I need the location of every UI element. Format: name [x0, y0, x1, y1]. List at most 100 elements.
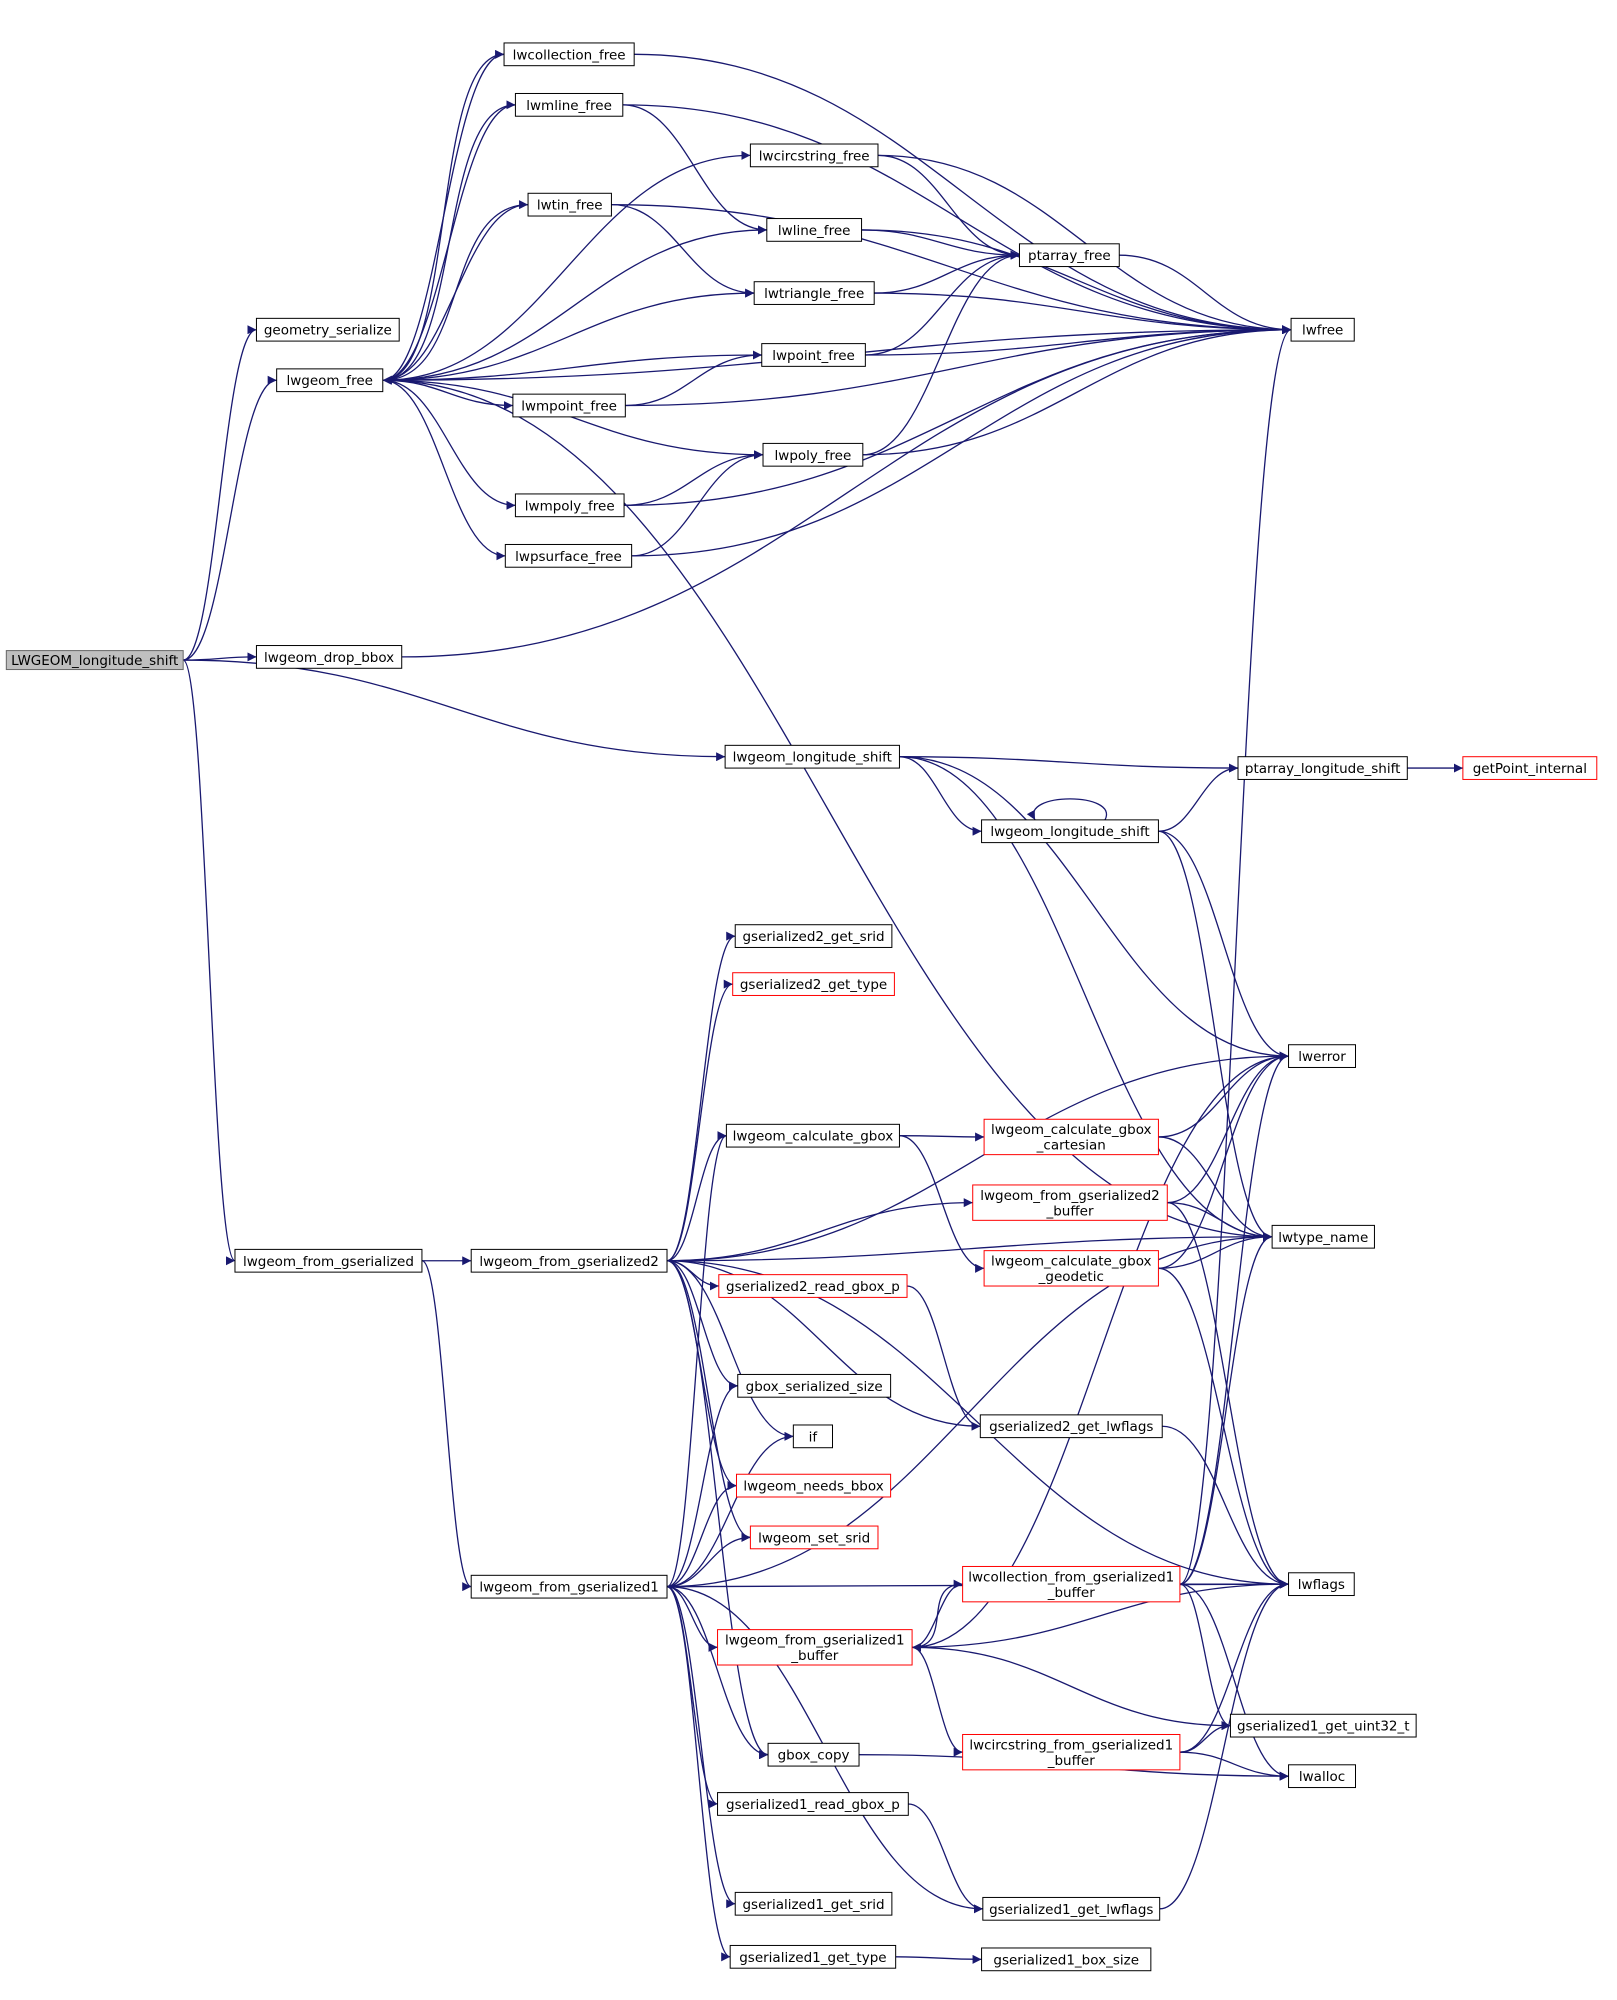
node-lwtype-name[interactable]: lwtype_name	[1271, 1224, 1375, 1249]
node-lwtin-free[interactable]: lwtin_free	[527, 192, 612, 217]
call-edge	[631, 450, 764, 557]
call-edge	[911, 1646, 963, 1757]
node-lwmpoint-free[interactable]: lwmpoint_free	[512, 393, 626, 418]
node-lwgeom-calculate-gbox-geodetic[interactable]: lwgeom_calculate_gbox_geodetic	[983, 1250, 1159, 1287]
node-lwgeom-free[interactable]: lwgeom_free	[276, 368, 384, 393]
node-geometry-serialize[interactable]: geometry_serialize	[255, 317, 400, 342]
node-lwalloc[interactable]: lwalloc	[1288, 1764, 1357, 1789]
node-ptarray-longitude-shift[interactable]: ptarray_longitude_shift	[1237, 756, 1408, 780]
edge-root-to-geometry_serialize	[182, 325, 257, 661]
node-gserialized1-read-gbox-p[interactable]: gserialized1_read_gbox_p	[717, 1792, 909, 1816]
node-lwgeom-set-srid[interactable]: lwgeom_set_srid	[749, 1525, 879, 1550]
edge-lwtin_free-to-lwtriangle_free	[611, 204, 755, 298]
call-edge	[908, 1803, 983, 1914]
node-lwline-free[interactable]: lwline_free	[766, 218, 863, 242]
node-label: lwalloc	[1299, 1769, 1345, 1785]
node-lwfree[interactable]: lwfree	[1290, 317, 1355, 342]
edge-lwgeom_from_gserialized1-to-gserialized1_get_type	[666, 1586, 731, 1962]
node-gbox-serialized-size[interactable]: gbox_serialized_size	[737, 1373, 892, 1398]
node-gserialized1-box-size[interactable]: gserialized1_box_size	[981, 1947, 1152, 1972]
edge-lwtin_free-to-lwfree	[611, 204, 1292, 335]
edge-lwgeom_free-to-lwcircstring_free	[382, 150, 751, 381]
node-label: lwgeom_longitude_shift	[733, 750, 892, 766]
node-gserialized1-get-type[interactable]: gserialized1_get_type	[729, 1944, 897, 1969]
call-edge	[862, 250, 1020, 456]
node-lwgeom-from-gserialized1[interactable]: lwgeom_from_gserialized1	[470, 1574, 668, 1599]
node-label: _buffer	[1047, 1585, 1095, 1601]
call-edge	[401, 325, 1292, 658]
edge-lwpsurface_free-to-lwpoly_free	[631, 450, 764, 557]
node-lwflags[interactable]: lwflags	[1288, 1572, 1355, 1597]
call-edge	[1179, 1583, 1289, 1781]
node-label: gserialized1_read_gbox_p	[726, 1797, 900, 1813]
edge-gserialized2_read_gbox_p-to-gserialized2_get_lwflags	[906, 1285, 981, 1431]
call-edge	[667, 1260, 981, 1431]
node-lwgeom-longitude-shift[interactable]: lwgeom_longitude_shift	[724, 744, 900, 769]
node-box	[729, 1944, 897, 1969]
node-lwgeom-drop-bbox[interactable]: lwgeom_drop_bbox	[255, 645, 403, 669]
node-lwgeom-calculate-gbox-cartesian[interactable]: lwgeom_calculate_gbox_cartesian	[983, 1118, 1159, 1156]
call-edge	[899, 756, 1273, 1242]
node-gserialized2-get-lwflags[interactable]: gserialized2_get_lwflags	[979, 1414, 1163, 1439]
node-lwgeom-calculate-gbox[interactable]: lwgeom_calculate_gbox	[725, 1123, 900, 1148]
node-gbox-copy[interactable]: gbox_copy	[767, 1742, 860, 1767]
node-lwgeom-from-gserialized1-buffer[interactable]: lwgeom_from_gserialized1_buffer	[717, 1629, 913, 1666]
edge-lwgeom_longitude_shift2-to-ptarray_longitude_shift	[1158, 763, 1239, 832]
node-ptarray-free[interactable]: ptarray_free	[1018, 243, 1120, 268]
node-gserialized2-get-srid[interactable]: gserialized2_get_srid	[734, 924, 893, 948]
node-box	[514, 92, 624, 117]
call-edge	[1119, 254, 1292, 335]
node-lwpoint-free[interactable]: lwpoint_free	[761, 343, 866, 367]
edge-lwgeom_from_gserialized2-to-lwerror	[667, 1051, 1289, 1262]
node-lwerror[interactable]: lwerror	[1288, 1044, 1357, 1068]
edge-lwgeom_from_gserialized2-to-lwgeom_set_srid	[666, 1260, 751, 1542]
call-edge	[634, 53, 1292, 335]
node-label: lwgeom_needs_bbox	[743, 1479, 883, 1495]
call-edge	[382, 150, 751, 381]
node-lwgeom-from-gserialized[interactable]: lwgeom_from_gserialized	[234, 1248, 423, 1273]
node-getPoint-internal[interactable]: getPoint_internal	[1462, 756, 1598, 780]
node-label: geometry_serialize	[264, 323, 392, 339]
node-gserialized2-get-type[interactable]: gserialized2_get_type	[732, 972, 895, 996]
edge-gserialized1_read_gbox_p-to-gserialized1_get_lwflags	[908, 1803, 983, 1914]
node-lwcollection-free[interactable]: lwcollection_free	[503, 42, 635, 67]
call-edge	[877, 154, 1020, 260]
node-lwmline-free[interactable]: lwmline_free	[514, 92, 624, 117]
node-box	[981, 1947, 1152, 1972]
node-gserialized2-read-gbox-p[interactable]: gserialized2_read_gbox_p	[718, 1274, 908, 1298]
node-box	[512, 393, 626, 418]
edge-lwgeom_from_gserialized1-to-gbox_copy	[667, 1586, 769, 1760]
node-lwgeom-from-gserialized2-buffer[interactable]: lwgeom_from_gserialized2_buffer	[972, 1184, 1168, 1221]
node-root[interactable]: LWGEOM_longitude_shift	[5, 650, 184, 671]
node-label: lwcollection_from_gserialized1	[968, 1569, 1174, 1585]
node-lwtriangle-free[interactable]: lwtriangle_free	[753, 281, 875, 305]
node-lwgeom-needs-bbox[interactable]: lwgeom_needs_bbox	[735, 1473, 892, 1498]
node-label: gbox_serialized_size	[746, 1379, 883, 1395]
call-edge	[382, 53, 505, 385]
node-lwmpoly-free[interactable]: lwmpoly_free	[514, 493, 625, 518]
node-gserialized1-get-srid[interactable]: gserialized1_get_srid	[734, 1891, 893, 1916]
node-lwpoly-free[interactable]: lwpoly_free	[762, 442, 864, 467]
node-label: lwgeom_from_gserialized2	[980, 1188, 1160, 1204]
edge-lwgeom_from_gserialized1-to-gserialized1_get_srid	[666, 1586, 736, 1909]
node-lwgeom-longitude-shift2[interactable]: lwgeom_longitude_shift	[981, 819, 1159, 844]
edge-ptarray_free-to-lwfree	[1119, 254, 1292, 335]
node-lwcollection-from-gserialized1-buffer[interactable]: lwcollection_from_gserialized1_buffer	[962, 1565, 1181, 1603]
node-label: lwgeom_longitude_shift	[990, 824, 1149, 840]
node-gserialized1-get-lwflags[interactable]: gserialized1_get_lwflags	[982, 1896, 1161, 1921]
edge-lwmpoly_free-to-lwpoly_free	[624, 450, 764, 506]
edge-lwgeom_from_gserialized1-to-gserialized1_read_gbox_p	[666, 1586, 718, 1809]
call-edge	[631, 325, 1292, 557]
node-if[interactable]: if	[792, 1424, 834, 1449]
node-gserialized1-get-uint32-t[interactable]: gserialized1_get_uint32_t	[1229, 1713, 1417, 1738]
call-edge	[906, 1285, 981, 1431]
call-edge	[666, 979, 733, 1262]
node-box	[762, 442, 864, 467]
edge-lwgeom_longitude_shift-to-ptarray_longitude_shift	[899, 756, 1239, 773]
node-lwcircstring-free[interactable]: lwcircstring_free	[749, 143, 879, 168]
node-lwgeom-from-gserialized2[interactable]: lwgeom_from_gserialized2	[470, 1248, 668, 1273]
node-lwpsurface-free[interactable]: lwpsurface_free	[504, 543, 633, 568]
call-edge	[1167, 1051, 1289, 1204]
node-lwcircstring-from-gserialized1-buffer[interactable]: lwcircstring_from_gserialized1_buffer	[962, 1733, 1181, 1771]
